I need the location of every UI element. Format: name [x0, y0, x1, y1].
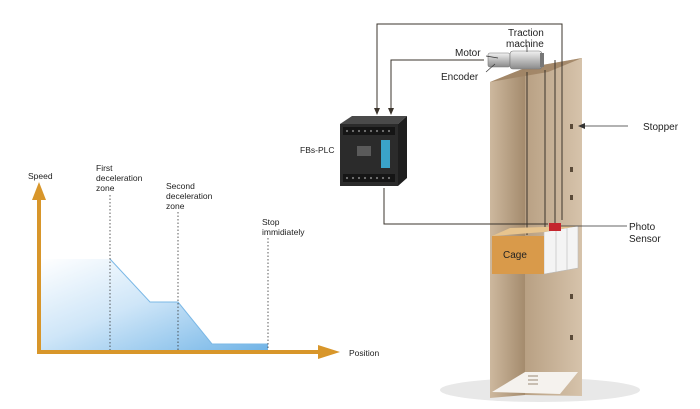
- speed-profile-chart: Speed Position First deceleration zone S…: [28, 163, 380, 359]
- traction-pulley: [540, 53, 544, 67]
- traction-machine-label: Traction machine: [506, 28, 547, 50]
- photo-sensor: [549, 223, 561, 231]
- x-axis-label: Position: [349, 348, 380, 358]
- zone-label-stop: Stop immidiately: [262, 217, 305, 237]
- buffer-spring: [528, 375, 538, 385]
- stopper-mark-2: [570, 167, 573, 172]
- cage-front: [492, 236, 544, 274]
- plc-top-face: [340, 116, 407, 124]
- motor-label: Motor: [455, 48, 481, 59]
- wire-outer: [376, 23, 563, 220]
- motor-pointer: [485, 55, 499, 59]
- stopper-mark-3: [570, 195, 573, 200]
- y-axis-arrow: [32, 182, 46, 200]
- plc-terminal-top: [343, 127, 395, 135]
- speed-profile-line: [109, 258, 268, 345]
- elevator-system: Cage Photo Sensor Stopper Motor Encoder …: [300, 23, 679, 402]
- plc-display-panel: [381, 140, 390, 168]
- encoder-pointer: [485, 63, 496, 73]
- shaft-floor: [492, 372, 578, 394]
- cage-side-panels: [543, 225, 579, 275]
- motor-body: [487, 52, 511, 68]
- stopper-mark-1: [570, 124, 573, 129]
- wire-plc-to-cage: [383, 188, 548, 225]
- wire-arrow-encoder: [388, 108, 394, 115]
- stopper-label: Stopper: [643, 122, 679, 133]
- cage-label: Cage: [503, 250, 527, 261]
- stopper-mark-5: [570, 335, 573, 340]
- plc-led-block: [357, 146, 371, 156]
- plc-unit: [340, 116, 407, 186]
- plc-terminal-bottom: [343, 174, 395, 182]
- photo-sensor-label: Photo Sensor: [629, 222, 661, 245]
- speed-profile-area: [40, 259, 268, 352]
- plc-label: FBs-PLC: [300, 145, 334, 155]
- plc-side-face: [398, 116, 407, 186]
- x-axis: [37, 350, 319, 354]
- wire-arrow-outer: [374, 108, 380, 115]
- y-axis-label: Speed: [28, 171, 53, 181]
- shaft-top: [490, 58, 582, 82]
- stopper-mark-4: [570, 294, 573, 299]
- encoder-label: Encoder: [441, 72, 479, 83]
- y-axis: [37, 196, 41, 354]
- plc-terminal-screws: [345, 129, 391, 180]
- zone-label-first: First deceleration zone: [96, 163, 145, 193]
- wire-encoder: [390, 59, 484, 110]
- traction-drum: [509, 50, 543, 70]
- x-axis-arrow: [318, 345, 340, 359]
- stopper-arrow: [578, 123, 585, 129]
- zone-label-second: Second deceleration zone: [166, 181, 215, 211]
